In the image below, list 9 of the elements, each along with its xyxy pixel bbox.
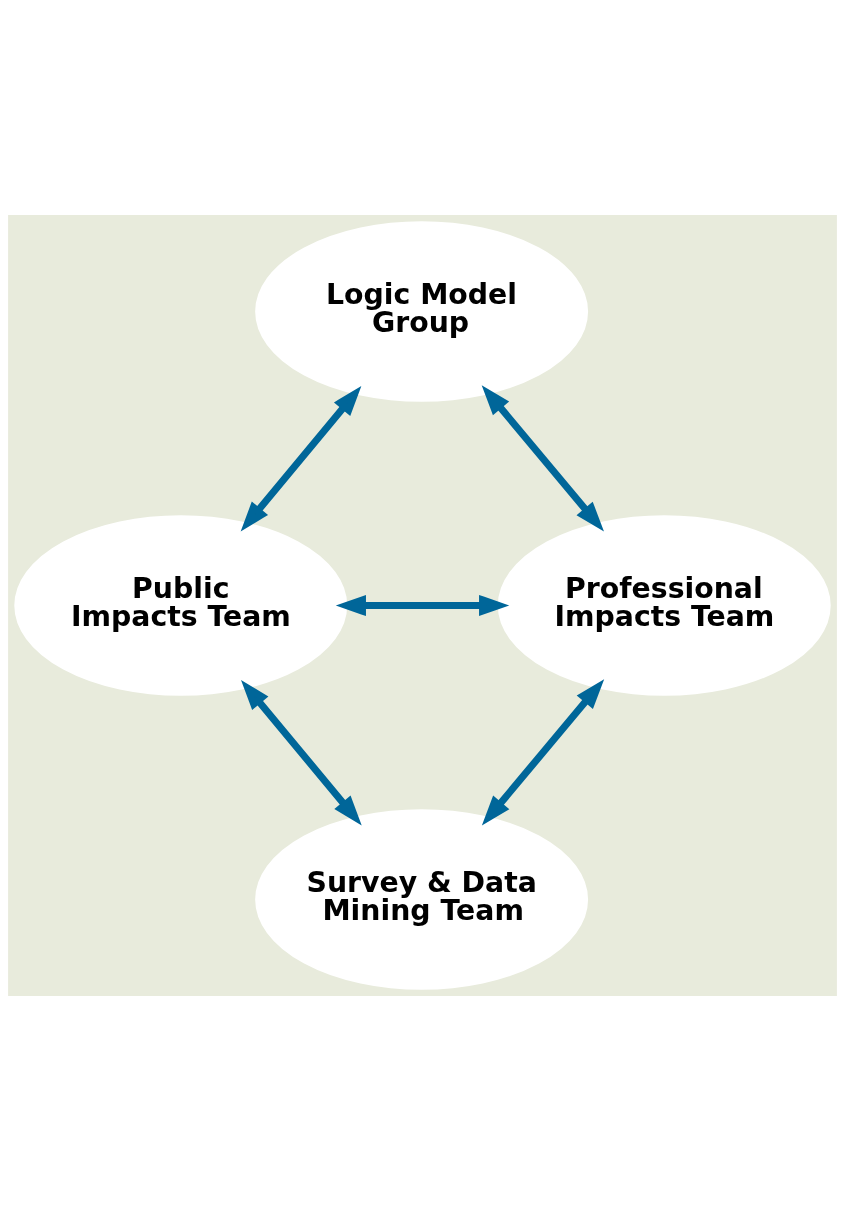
node-ellipse: Survey & Data Mining Team [255,809,589,990]
node-ellipse: Professional Impacts Team [497,515,831,696]
arrow [335,594,510,617]
node-ellipse: Public Impacts Team [14,515,348,696]
arrow [481,679,605,826]
arrow [481,385,604,532]
arrow [240,385,362,532]
arrow [241,679,362,826]
node-ellipse: Logic Model Group [255,221,589,402]
